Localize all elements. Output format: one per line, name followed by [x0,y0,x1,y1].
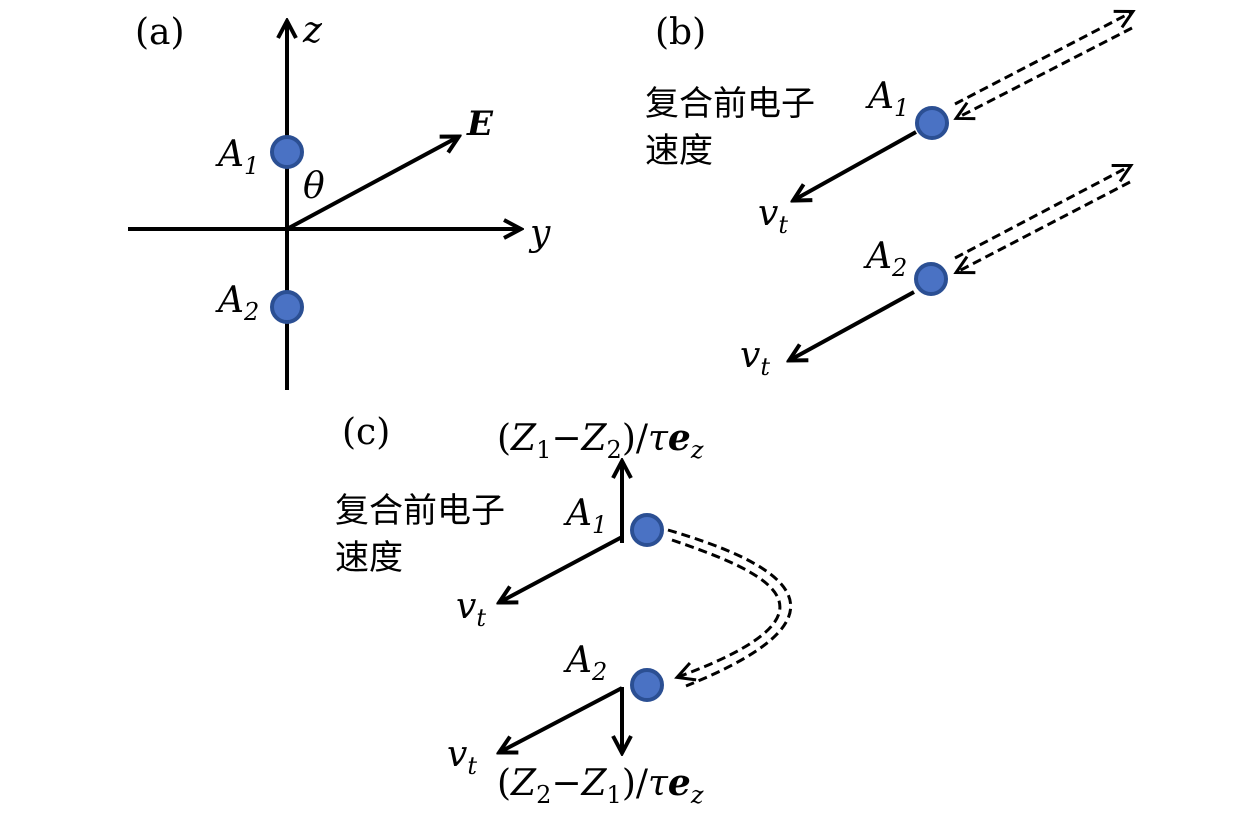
trajectory-out-a1 [954,12,1132,106]
velocity-arrow-a1 [500,535,623,602]
panel-c-caption-line2: 速度 [335,538,403,578]
atom-a1-label: A1 [563,493,607,539]
velocity-label-a2: vt [447,734,477,780]
velocity-arrow-a2 [500,686,623,752]
atom-a1 [915,106,949,140]
atom-a2 [630,668,664,702]
velocity-arrow-a1 [794,130,917,200]
atom-a2-label: A2 [215,280,259,326]
velocity-label-a2: vt [740,335,770,381]
panel-c-tag: (c) [342,412,390,453]
field-label: E [466,104,494,144]
field-vector-E [286,137,458,231]
trajectory-curve-inner [667,528,792,688]
panel-a-tag: (a) [135,12,185,53]
atom-a2-label: A2 [863,236,907,282]
atom-a1-label: A1 [865,76,909,122]
z-axis-label: z [302,10,323,51]
panel-c: (c) 复合前电子 速度 (Z1−Z2)/τez A1 vt A2 vt (Z2… [335,412,792,809]
panel-b: (b) 复合前电子 速度 A1 vt A2 vt [645,12,1132,381]
top-vector-label: (Z1−Z2)/τez [497,417,704,464]
velocity-label-a1: vt [758,193,788,239]
trajectory-return-a1 [957,26,1133,118]
panel-b-tag: (b) [655,12,706,53]
atom-a1 [270,135,304,169]
angle-theta-label: θ [303,166,325,207]
panel-b-caption-line2: 速度 [645,131,713,171]
panel-b-caption-line1: 复合前电子 [645,84,815,124]
velocity-arrow-a2 [790,290,915,360]
atom-a2 [270,290,304,324]
atom-a2-label: A2 [563,640,607,686]
panel-c-caption-line1: 复合前电子 [335,491,505,531]
bottom-vector-label: (Z2−Z1)/τez [497,762,704,809]
y-axis-label: y [528,213,551,254]
panel-a: (a) z y E θ A1 A2 [128,10,551,390]
atom-a2 [914,262,948,296]
trajectory-curve-outer [671,538,782,677]
trajectory-return-a2 [957,180,1131,272]
velocity-label-a1: vt [456,586,486,632]
atom-a1-label: A1 [215,134,259,180]
atom-a1 [630,513,664,547]
trajectory-out-a2 [954,166,1130,260]
